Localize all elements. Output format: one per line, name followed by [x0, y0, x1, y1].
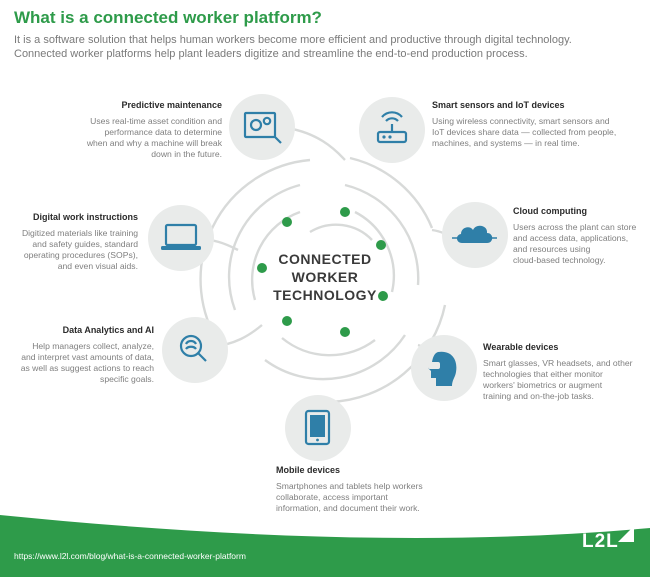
- footer-wave: [0, 515, 650, 577]
- router-icon: [376, 111, 408, 144]
- feature-title: Data Analytics and AI: [62, 325, 154, 335]
- feature-wearable: Wearable devices Smart glasses, VR heads…: [483, 342, 645, 402]
- feature-line: collaborate, access important: [276, 492, 388, 502]
- feature-line: Smart glasses, VR headsets, and other: [483, 358, 633, 368]
- feature-line: and access data, applications,: [513, 233, 629, 243]
- feature-line: Help managers collect, analyze,: [32, 341, 154, 351]
- feature-line: Users across the plant can store: [513, 222, 637, 232]
- feature-line: specific goals.: [100, 374, 154, 384]
- intro-line-2: Connected worker platforms help plant le…: [14, 48, 528, 60]
- feature-line: and even visual aids.: [57, 261, 138, 271]
- feature-line: Uses real-time asset condition and: [90, 116, 222, 126]
- feature-line: cloud-based technology.: [513, 255, 606, 265]
- feature-sensors: Smart sensors and IoT devices Using wire…: [432, 100, 637, 149]
- feature-title: Cloud computing: [513, 206, 587, 216]
- feature-line: down in the future.: [151, 149, 222, 159]
- router-led-2: [388, 135, 392, 139]
- feature-title: Mobile devices: [276, 465, 341, 475]
- feature-line: machines, and systems — in real time.: [432, 138, 580, 148]
- feature-cloud: Cloud computing Users across the plant c…: [513, 206, 643, 266]
- feature-line: Using wireless connectivity, smart senso…: [432, 116, 610, 126]
- gears-board-icon: [243, 111, 282, 144]
- feature-title: Digital work instructions: [32, 212, 138, 222]
- feature-line: technologies that either monitor: [483, 369, 603, 379]
- network-dot: [340, 207, 350, 217]
- network-dots: [257, 207, 388, 337]
- center-line-1: CONNECTED: [278, 251, 372, 267]
- analytics-circle: [162, 317, 228, 383]
- network-dot: [282, 316, 292, 326]
- router-led-1: [382, 135, 386, 139]
- feature-line: training and on-the-job tasks.: [483, 391, 594, 401]
- intro-text: It is a software solution that helps hum…: [14, 33, 574, 61]
- network-dot: [257, 263, 267, 273]
- brain-magnifier-icon: [179, 334, 207, 362]
- feature-title: Smart sensors and IoT devices: [432, 100, 565, 110]
- cloud-icon: [452, 225, 497, 243]
- instructions-circle: [148, 205, 214, 271]
- laptop-icon: [161, 223, 201, 250]
- feature-instructions: Digital work instructions Digitized mate…: [10, 212, 138, 272]
- feature-line: performance data to determine: [104, 127, 222, 137]
- center-line-3: TECHNOLOGY: [273, 287, 377, 303]
- spiral-lines: [186, 125, 453, 418]
- center-label: CONNECTED WORKER TECHNOLOGY: [250, 250, 400, 304]
- feature-line: information, and document their work.: [276, 503, 420, 513]
- network-dot: [378, 291, 388, 301]
- feature-line: and resources using: [513, 244, 591, 254]
- network-dot: [282, 217, 292, 227]
- feature-analytics: Data Analytics and AI Help managers coll…: [10, 325, 154, 385]
- feature-line: Smartphones and tablets help workers: [276, 481, 423, 491]
- source-url[interactable]: https://www.l2l.com/blog/what-is-a-conne…: [14, 551, 246, 561]
- feature-line: Digitized materials like training: [21, 228, 138, 238]
- feature-line: and safety guides, standard: [32, 239, 138, 249]
- feature-title: Predictive maintenance: [121, 100, 222, 110]
- feature-line: as well as suggest actions to reach: [20, 363, 154, 373]
- feature-title: Wearable devices: [483, 342, 559, 352]
- l2l-logo: L2L: [582, 531, 619, 552]
- feature-line: when and why a machine will break: [86, 138, 222, 148]
- feature-predictive: Predictive maintenance Uses real-time as…: [78, 100, 222, 160]
- predictive-circle: [229, 94, 295, 160]
- network-dot: [340, 327, 350, 337]
- tablet-icon: [304, 409, 331, 446]
- logo-triangle: [618, 526, 634, 542]
- vr-headset-icon: [428, 351, 457, 386]
- feature-line: workers' biometrics or augment: [483, 380, 603, 390]
- feature-line: and interpret vast amounts of data,: [21, 352, 154, 362]
- feature-line: IoT devices share data — collected from …: [432, 127, 617, 137]
- center-line-2: WORKER: [291, 269, 359, 285]
- intro-line-1: It is a software solution that helps hum…: [14, 34, 572, 46]
- feature-mobile: Mobile devices Smartphones and tablets h…: [276, 465, 456, 514]
- network-dot: [376, 240, 386, 250]
- page-title: What is a connected worker platform?: [14, 8, 322, 27]
- feature-line: operating procedures (SOPs),: [23, 250, 138, 260]
